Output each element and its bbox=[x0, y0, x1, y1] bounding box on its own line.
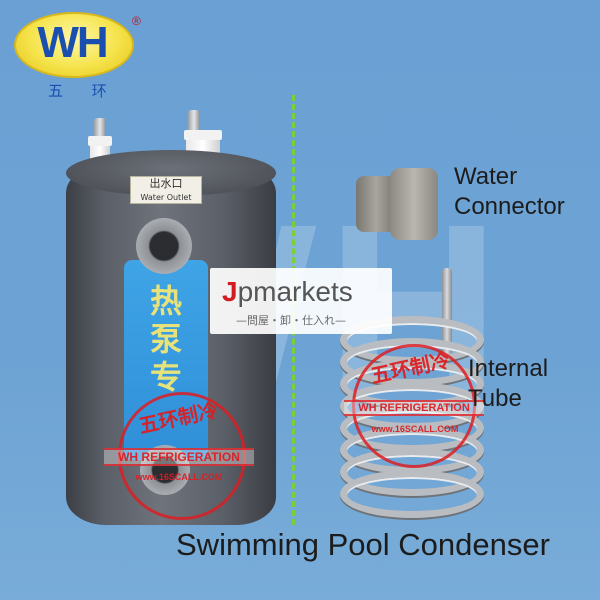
internal-tube-line1: Internal bbox=[468, 355, 549, 382]
logo-text: WH bbox=[37, 18, 108, 67]
terminal-cap-left bbox=[88, 136, 112, 146]
outlet-tag-en: Water Outlet bbox=[140, 193, 192, 202]
registered-mark: ® bbox=[132, 14, 141, 28]
bolt-right bbox=[188, 110, 200, 132]
stamp-left-url: www.16SCALL.COM bbox=[135, 472, 223, 482]
water-outlet-port bbox=[136, 218, 192, 274]
blue-label-text: 热泵专 bbox=[149, 282, 182, 396]
product-title: Swimming Pool Condenser bbox=[176, 527, 550, 562]
jpmarkets-wordmark: Jpmarkets bbox=[222, 276, 353, 308]
stamp-right-band: WH REFRIGERATION bbox=[344, 400, 484, 416]
stamp-left-band: WH REFRIGERATION bbox=[104, 448, 254, 466]
logo-oval bbox=[14, 12, 134, 78]
stamp-left bbox=[118, 392, 246, 520]
logo-chinese: 五 环 bbox=[48, 82, 119, 100]
stamp-right bbox=[352, 344, 476, 468]
outlet-tag: 出水口 Water Outlet bbox=[130, 176, 202, 204]
condenser-unit: 出水口 Water Outlet 热泵专 五环制冷 WH REFRIGERATI… bbox=[0, 0, 292, 540]
jpmarkets-subtitle: —問屋・卸・仕入れ— bbox=[236, 314, 346, 327]
coil-ring bbox=[340, 470, 484, 518]
water-connector-label: Water Connector bbox=[454, 162, 565, 222]
water-connector-line2: Connector bbox=[454, 193, 565, 220]
internal-tube-label: Internal Tube bbox=[468, 354, 548, 414]
jpmarkets-badge bbox=[210, 268, 392, 334]
bolt-left bbox=[94, 118, 106, 140]
internal-tube-line2: Tube bbox=[468, 385, 522, 412]
brand-logo: WH ® 五 环 bbox=[14, 12, 141, 104]
outlet-tag-cn: 出水口 bbox=[149, 177, 183, 190]
stamp-right-url: www.16SCALL.COM bbox=[371, 424, 459, 434]
jpmarkets-rest: pmarkets bbox=[237, 276, 353, 307]
connector-nut bbox=[356, 176, 396, 232]
jpmarkets-j: J bbox=[222, 276, 238, 307]
terminal-cap-right bbox=[184, 130, 222, 140]
connector-body bbox=[390, 168, 438, 240]
water-connector-part bbox=[356, 168, 438, 242]
water-connector-line1: Water bbox=[454, 163, 518, 190]
coil-stem bbox=[442, 268, 452, 358]
